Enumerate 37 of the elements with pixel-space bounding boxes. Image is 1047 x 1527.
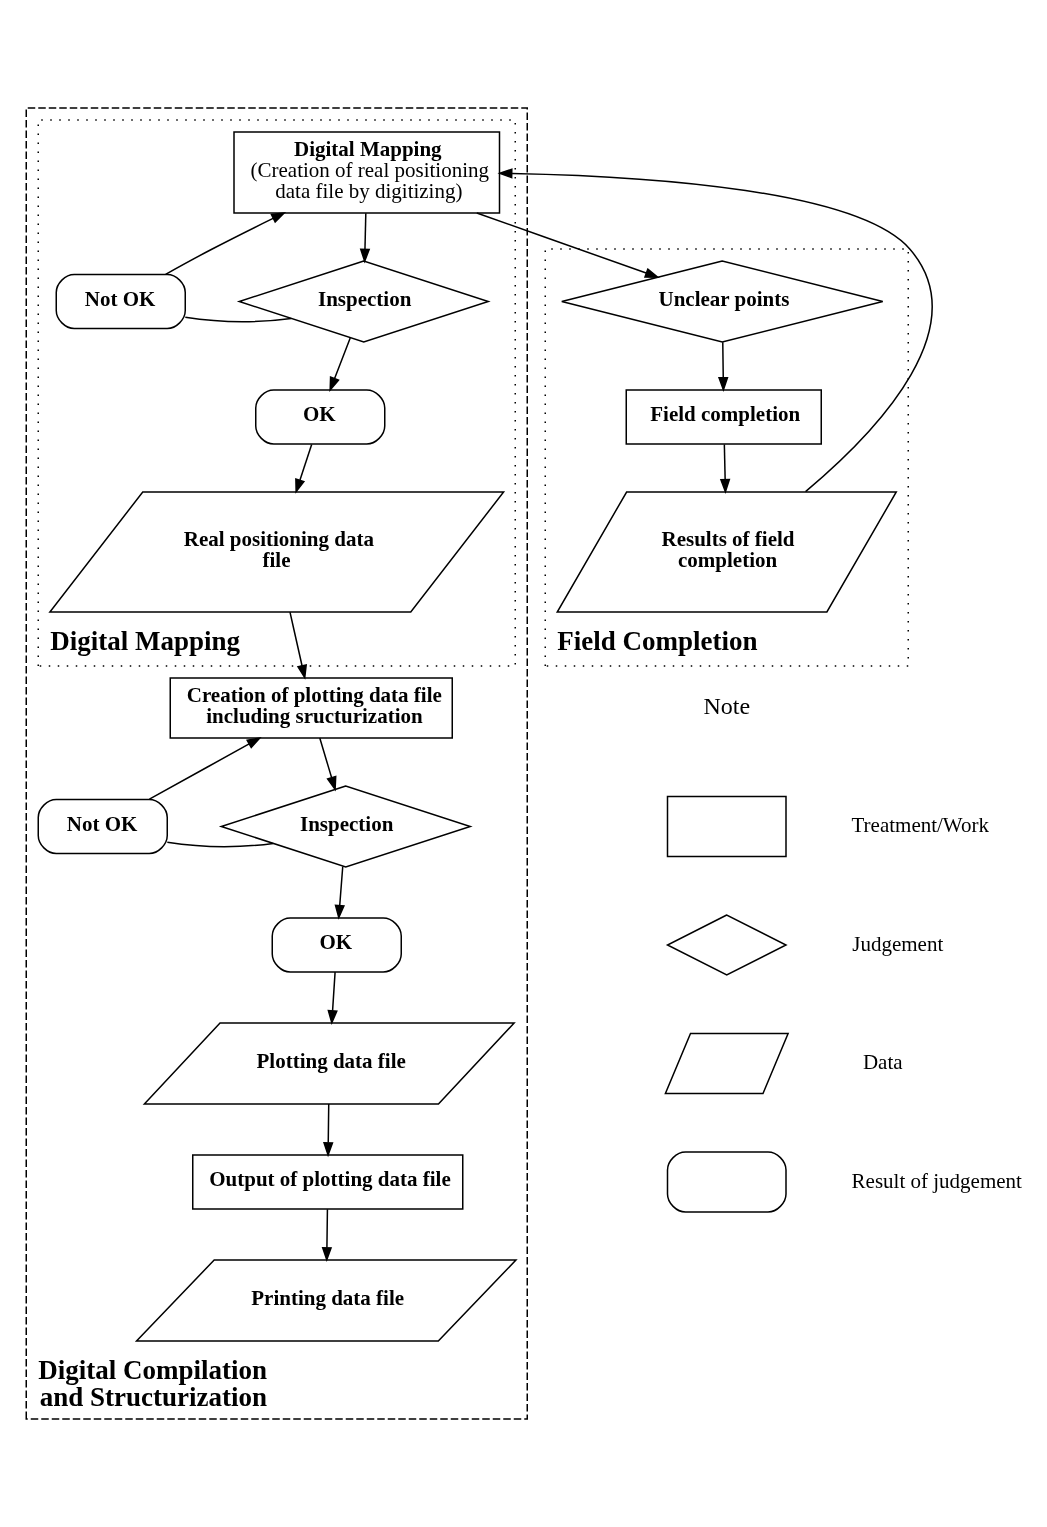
legend-label: Judgement — [852, 931, 944, 956]
node-diamond: Unclear points — [561, 260, 884, 343]
node-box: Not OK — [55, 273, 186, 330]
arrow — [719, 443, 731, 494]
node-box: Field completion — [625, 389, 822, 445]
connector — [166, 841, 274, 848]
node-box: Creation of plotting data file including sructurization — [169, 677, 453, 739]
node-box: OK — [255, 389, 386, 445]
node-box: Not OK — [37, 798, 168, 855]
connector — [184, 316, 292, 323]
legend-label: Treatment/Work — [851, 813, 990, 838]
arrow — [717, 341, 729, 393]
arrow — [323, 1103, 334, 1158]
arrow — [497, 168, 933, 493]
arrow — [321, 1208, 333, 1263]
legend-label: Result of judgement — [851, 1168, 1022, 1193]
arrow — [319, 737, 337, 792]
node-box: OK — [271, 917, 402, 973]
arrow — [334, 865, 345, 920]
arrow — [289, 611, 308, 680]
arrow — [329, 337, 351, 392]
legend-label: Data — [862, 1050, 903, 1075]
arrow — [359, 212, 371, 264]
arrow — [148, 736, 262, 800]
node-box: Digital Mapping (Creation of real positioning data file by digitizing) — [233, 131, 501, 214]
node-diamond: Inspection — [236, 260, 491, 343]
arrow — [295, 443, 313, 494]
arrow — [327, 971, 338, 1026]
node-box — [666, 795, 787, 858]
node-diamond: Inspection — [218, 785, 473, 868]
arrow — [164, 212, 287, 276]
label: Note — [703, 692, 751, 719]
node-box: Output of plotting data file — [192, 1154, 464, 1210]
arrow — [476, 212, 660, 278]
node-stadium — [666, 1151, 787, 1213]
node-diamond — [665, 914, 788, 976]
node-parallelogram — [664, 1032, 790, 1095]
